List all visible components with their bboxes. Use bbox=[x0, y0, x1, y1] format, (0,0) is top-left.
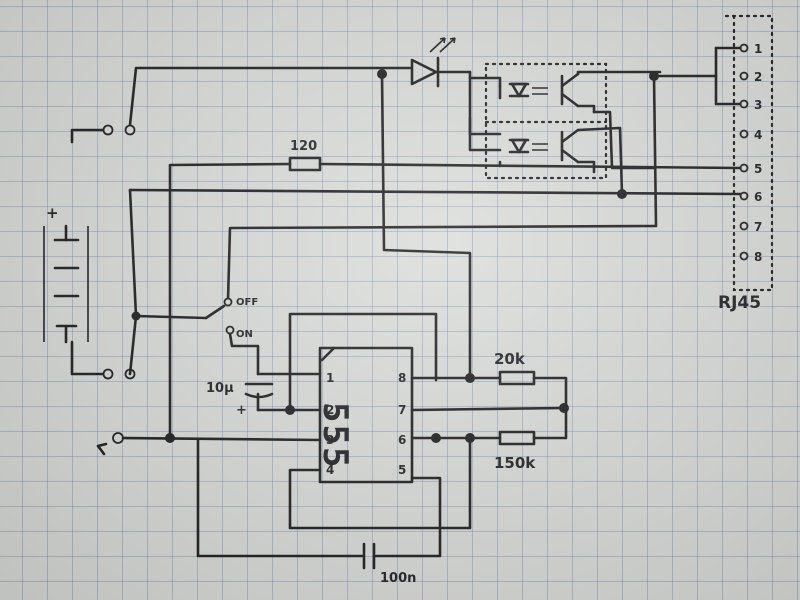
optocoupler-1 bbox=[468, 70, 662, 136]
battery-terminal-top bbox=[102, 124, 114, 136]
rj45-pin-5: 5 bbox=[754, 162, 762, 176]
supply-terminal-top bbox=[124, 124, 136, 136]
ic-pin-6: 6 bbox=[398, 433, 406, 447]
wire-top-rail bbox=[128, 66, 412, 127]
capacitor-10u bbox=[244, 382, 274, 412]
optocoupler-2 bbox=[468, 116, 624, 196]
capacitor-10u-label: 10µ bbox=[206, 381, 234, 396]
capacitor-100n-label: 100n bbox=[380, 571, 416, 586]
wire-switch-in bbox=[134, 314, 208, 320]
ic-555-label: 555 bbox=[315, 402, 355, 469]
output-arrow-icon bbox=[96, 442, 108, 456]
ic-pin-3: 3 bbox=[326, 433, 334, 447]
switch-off-contact bbox=[223, 297, 233, 307]
output-terminal bbox=[112, 432, 124, 444]
ic-pin-8: 8 bbox=[398, 371, 406, 385]
ic-pin-1: 1 bbox=[326, 371, 334, 385]
wire-pin4-loop bbox=[288, 436, 472, 530]
battery-plus-label: + bbox=[46, 204, 59, 222]
wire-rj45-pin2-switch bbox=[226, 74, 658, 302]
rj45-pin-1: 1 bbox=[754, 42, 762, 56]
capacitor-100n bbox=[362, 542, 376, 570]
switch-on-contact bbox=[225, 325, 235, 335]
switch-on-label: ON bbox=[236, 329, 253, 340]
battery-terminal-bottom bbox=[102, 368, 114, 380]
rj45-outline bbox=[724, 14, 774, 292]
wire-rj45-pin6 bbox=[128, 188, 742, 196]
rj45-pin-7: 7 bbox=[754, 220, 762, 234]
resistor-150k bbox=[498, 430, 536, 446]
ic-pin-5: 5 bbox=[398, 463, 406, 477]
resistor-120 bbox=[288, 156, 322, 172]
capacitor-10u-plus: + bbox=[236, 403, 247, 418]
rj45-pin-6: 6 bbox=[754, 190, 762, 204]
wire-battery-bottom bbox=[70, 340, 106, 376]
wire-pin3-output bbox=[121, 436, 322, 442]
ic-pin-7: 7 bbox=[398, 403, 406, 417]
wire-pin5-cap bbox=[196, 438, 442, 558]
resistor-150k-label: 150k bbox=[494, 454, 536, 472]
switch-off-label: OFF bbox=[236, 297, 258, 308]
wire-resistor-120 bbox=[168, 162, 742, 438]
ic-555-body bbox=[318, 346, 414, 484]
ic-pin-2: 2 bbox=[326, 403, 334, 417]
rj45-pin-2: 2 bbox=[754, 70, 762, 84]
rj45-pin-3: 3 bbox=[754, 98, 762, 112]
rj45-pins bbox=[739, 43, 749, 261]
rj45-label: RJ45 bbox=[718, 293, 761, 313]
resistor-120-label: 120 bbox=[290, 139, 317, 154]
battery-symbol bbox=[43, 224, 89, 344]
wire-555-vcc bbox=[380, 72, 472, 380]
switch-lever bbox=[204, 304, 226, 320]
ic-pin-4: 4 bbox=[326, 463, 334, 477]
rj45-pin-8: 8 bbox=[754, 250, 762, 264]
wire-pin2-loop bbox=[288, 312, 438, 412]
resistor-20k bbox=[498, 370, 536, 386]
wire-battery-top bbox=[70, 128, 106, 144]
resistor-20k-label: 20k bbox=[494, 350, 526, 368]
rj45-pin-4: 4 bbox=[754, 128, 762, 142]
led-symbol bbox=[410, 37, 456, 88]
